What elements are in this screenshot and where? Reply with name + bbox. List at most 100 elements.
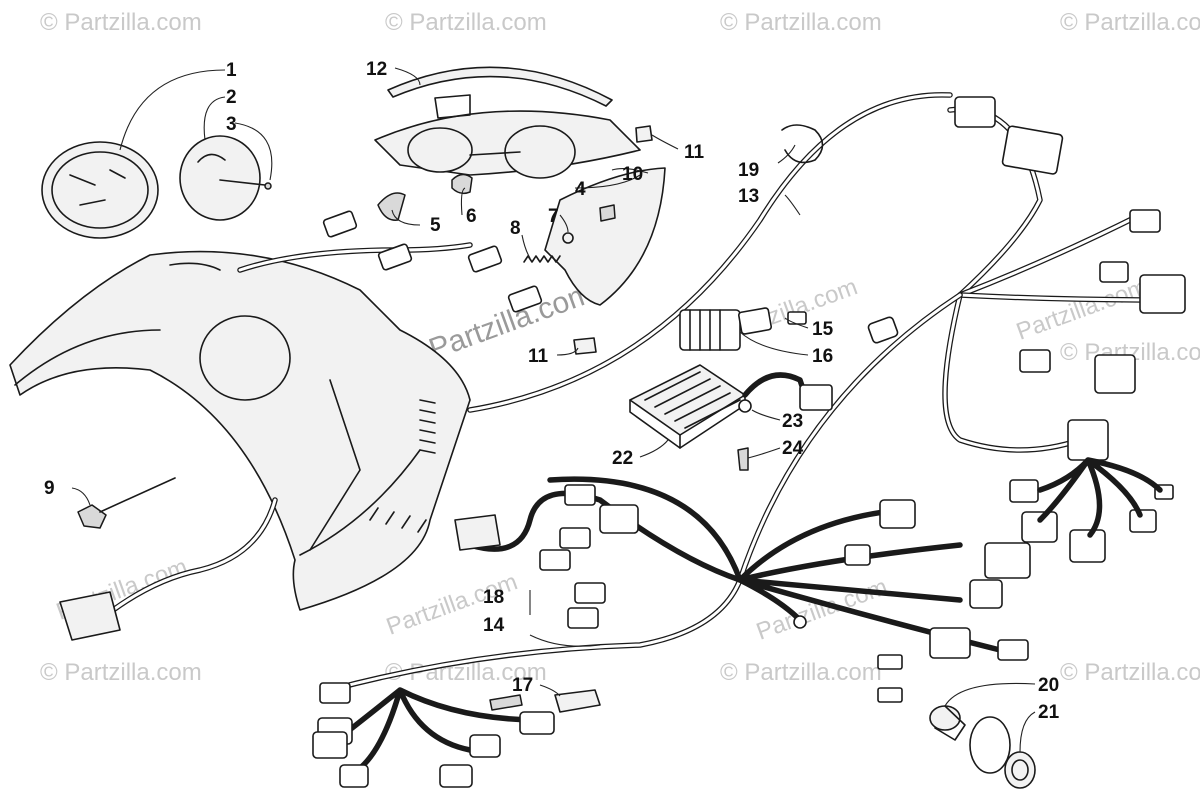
watermark: © Partzilla.com <box>40 659 202 686</box>
callout-17: 17 <box>512 675 533 696</box>
connector-lower-17 <box>312 731 348 759</box>
watermark: © Partzilla.com <box>40 9 202 36</box>
bracket-part-11-lower <box>573 337 597 355</box>
connector-upper-b <box>377 243 413 271</box>
callout-14: 14 <box>483 615 505 636</box>
connector-right-6 <box>1019 349 1051 373</box>
connector-lower-12 <box>997 639 1029 661</box>
connector-part-17 <box>554 689 601 713</box>
connector-right-8 <box>1067 419 1109 461</box>
bolt-shaft-part-9 <box>99 477 176 513</box>
spring-part-8 <box>523 255 561 263</box>
watermark: © Partzilla.com <box>1060 9 1200 36</box>
harness-part-14-left <box>327 687 543 778</box>
ring-part-20b <box>969 716 1011 774</box>
callout-2: 2 <box>226 87 237 108</box>
harness-branch <box>737 292 963 583</box>
callout-12: 12 <box>366 59 387 80</box>
screw-part-24 <box>737 447 749 471</box>
callout-1: 1 <box>226 60 237 81</box>
headlight-housing <box>374 94 641 179</box>
callout-5: 5 <box>430 215 441 236</box>
connector-lower-21 <box>519 711 555 735</box>
connector-right-10 <box>1021 511 1058 543</box>
connector-lower-14 <box>877 687 903 703</box>
callout-4: 4 <box>575 179 586 200</box>
callout-16: 16 <box>812 346 833 367</box>
bracket-part-11 <box>635 125 653 143</box>
callout-22: 22 <box>612 448 633 469</box>
bulb-part-6 <box>451 173 473 195</box>
connector-lower-10 <box>969 579 1003 609</box>
watermark: © Partzilla.com <box>720 659 882 686</box>
callout-9: 9 <box>44 478 55 499</box>
gauge-part-1 <box>41 141 159 239</box>
cable-part-22 <box>742 372 808 398</box>
connector-upper-c <box>467 245 503 273</box>
watermark: © Partzilla.com <box>1060 659 1200 686</box>
connector-right-12 <box>1129 509 1157 533</box>
callout-11-lower: 11 <box>528 346 549 367</box>
connector-lower-6 <box>567 607 599 629</box>
callout-23: 23 <box>782 411 803 432</box>
connector-lower-3 <box>559 527 591 549</box>
connector-right-3 <box>1129 209 1161 233</box>
headlight-lower-housing-part-4 <box>544 167 666 306</box>
connector-lower-18 <box>339 764 369 788</box>
screw-part-3 <box>264 182 272 190</box>
connector-right-5 <box>1139 274 1186 314</box>
gauge-bezel-part-2 <box>179 135 261 221</box>
connector-right-11 <box>1069 529 1106 563</box>
callout-3: 3 <box>226 114 237 135</box>
connector-lower-4 <box>539 549 571 571</box>
watermark: Partzilla.com <box>1013 273 1151 345</box>
connector-lower-7 <box>879 499 916 529</box>
connector-part-15b <box>867 316 899 344</box>
callout-labels: 1 2 3 4 5 6 7 8 9 10 11 11 12 13 14 15 1… <box>44 59 1060 723</box>
connector-lower-11 <box>929 627 971 659</box>
washer-part-7 <box>562 232 574 244</box>
clip-part-10 <box>599 204 616 222</box>
connector-lower-1 <box>564 484 596 506</box>
bolt-part-23 <box>738 399 752 413</box>
gauge-assembly <box>41 135 272 239</box>
callout-15: 15 <box>812 319 834 340</box>
trim-strip-part-12 <box>387 66 613 107</box>
callout-18: 18 <box>483 587 504 608</box>
callout-21: 21 <box>1038 702 1060 723</box>
fuse-part-15 <box>787 311 807 325</box>
connector-right-9 <box>1009 479 1039 503</box>
watermark: © Partzilla.com <box>720 9 882 36</box>
knob-part-9 <box>77 504 107 529</box>
callout-24: 24 <box>782 438 804 459</box>
callout-7: 7 <box>548 206 559 227</box>
connector-lower-2 <box>599 504 639 534</box>
connector-lower-8 <box>844 544 871 566</box>
callout-10: 10 <box>622 164 643 185</box>
harness-part-14-branches <box>547 476 1003 653</box>
connector-right-4 <box>1099 261 1129 283</box>
connector-lower-15 <box>319 682 351 704</box>
switch-body-part-20 <box>934 705 966 741</box>
ring-terminal <box>793 615 807 629</box>
relay-block-part-16 <box>679 307 773 351</box>
hood-body <box>9 250 471 611</box>
nut-part-21 <box>1004 751 1036 789</box>
ring-part-19 <box>781 124 824 164</box>
callout-8: 8 <box>510 218 521 239</box>
connector-lower-5 <box>574 582 606 604</box>
connector-upper-a <box>322 210 358 238</box>
leader-lines <box>71 67 1036 753</box>
regulator-module-part-22 <box>629 364 746 449</box>
callout-6: 6 <box>466 206 477 227</box>
callout-19: 19 <box>738 160 759 181</box>
switch-part-20 <box>929 705 961 731</box>
connector-upper-d <box>507 285 543 313</box>
connector-right-7 <box>1094 354 1136 394</box>
plug-part-17 <box>489 694 523 711</box>
connector-lower-9 <box>984 542 1031 579</box>
connector-lower-13 <box>877 654 903 670</box>
connector-lower-19 <box>439 764 473 788</box>
harness-fanout <box>1037 457 1163 538</box>
